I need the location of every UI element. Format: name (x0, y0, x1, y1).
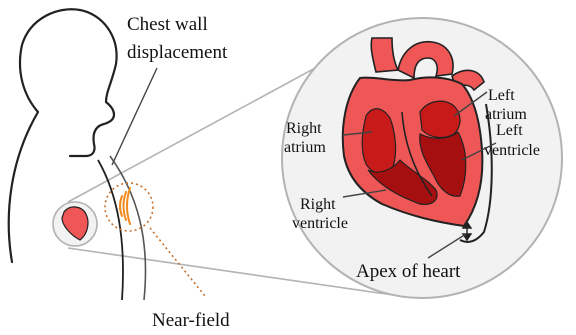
right-atrium-chamber (362, 109, 395, 174)
label-near-field: Near-field (152, 310, 230, 331)
wave-icon (120, 188, 130, 224)
label-left-atrium-line2: atrium (485, 106, 527, 123)
label-left-ventricle-line2: ventricle (484, 142, 540, 159)
label-right-ventricle-line2: ventricle (292, 215, 348, 232)
label-apex: Apex of heart (356, 261, 461, 282)
near-field-pointer (150, 228, 205, 296)
chest-wall-outer (98, 160, 123, 300)
label-right-atrium-line2: atrium (284, 139, 326, 156)
chest-wall-pointer (112, 68, 157, 165)
label-chest-wall-line2: displacement (127, 42, 228, 63)
label-right-ventricle-line1: Right (300, 196, 336, 213)
label-left-ventricle-line1: Left (496, 122, 523, 139)
label-right-atrium-line1: Right (286, 120, 322, 137)
left-atrium-chamber (420, 101, 460, 137)
label-chest-wall-line1: Chest wall (127, 14, 208, 35)
label-left-atrium-line1: Left (488, 87, 515, 104)
